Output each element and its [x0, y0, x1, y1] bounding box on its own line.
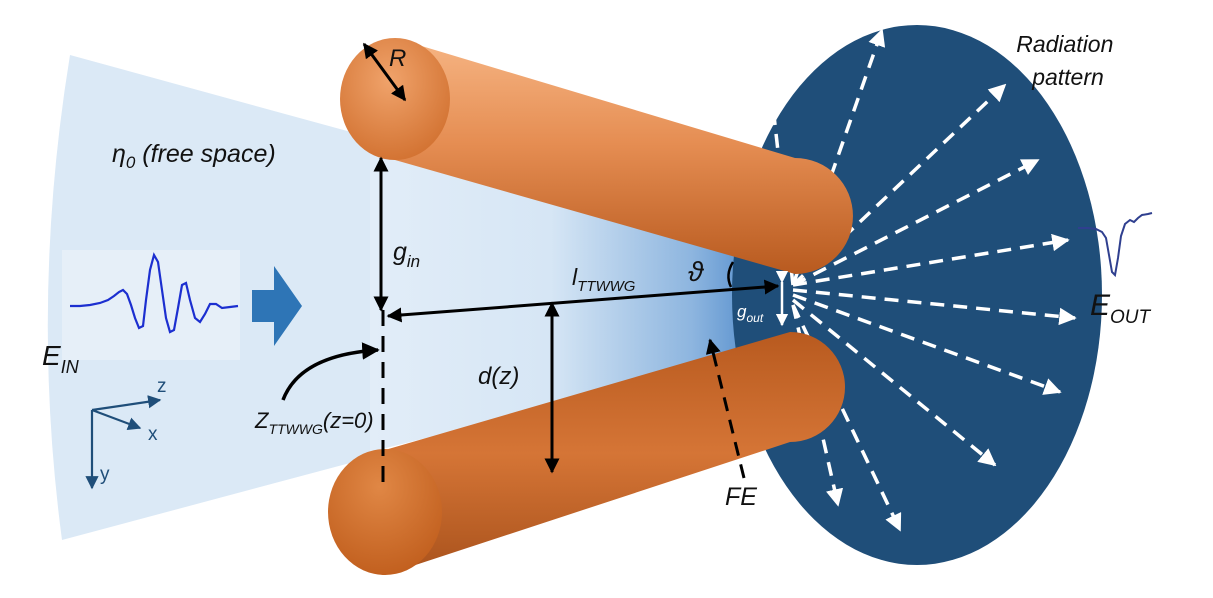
- e-in-label: EIN: [42, 340, 80, 377]
- radiation-title-line1: Radiation: [1016, 31, 1113, 57]
- distance-label: d(z): [478, 363, 519, 390]
- radiation-title-line2: pattern: [1031, 64, 1104, 90]
- radius-arrow: [362, 42, 407, 102]
- length-label: lTTWWG: [572, 264, 636, 295]
- axis-x-label: x: [148, 424, 158, 445]
- radiation-pattern-disk: [732, 25, 1102, 565]
- field-enhancement-label: FE: [725, 483, 757, 511]
- input-pulse: [62, 250, 240, 360]
- input-direction-arrow: [252, 266, 302, 346]
- angle-arc: [727, 261, 735, 288]
- radius-label: R: [389, 45, 406, 72]
- field-enhancement-arrow: [705, 338, 746, 479]
- bottom-conductor-rod: [328, 332, 845, 575]
- free-space-label: η0 (free space): [112, 140, 276, 172]
- z-position-label: ZTTWWG(z=0): [254, 408, 374, 437]
- gap-out-label: gout: [737, 302, 764, 325]
- axis-z-label: z: [157, 376, 167, 397]
- radiation-pattern-title: Radiation pattern: [1016, 31, 1120, 90]
- e-out-label: EOUT: [1090, 289, 1152, 328]
- coordinate-axes: [85, 395, 162, 490]
- gap-in-label: gin: [393, 238, 420, 271]
- angle-label: ϑ: [688, 256, 705, 287]
- length-arrow: [386, 279, 780, 323]
- axis-y-label: y: [100, 464, 110, 485]
- output-pulse: [1078, 212, 1153, 278]
- z-position-pointer: [281, 342, 380, 401]
